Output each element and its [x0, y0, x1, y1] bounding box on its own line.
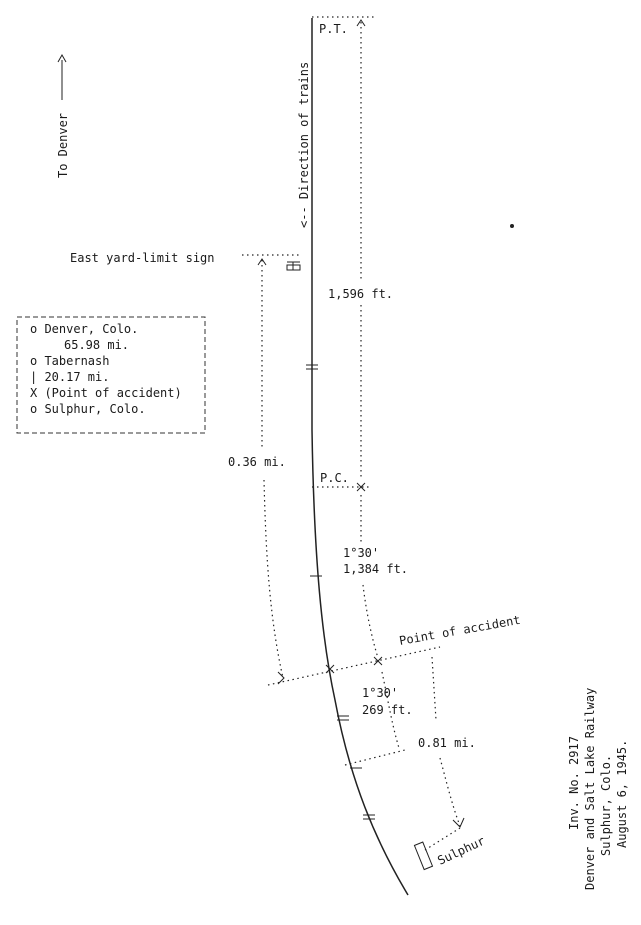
legend-line-2: 65.98 mi. [64, 338, 129, 352]
to-denver-label: To Denver [56, 113, 70, 178]
main-track [311, 18, 409, 896]
direction-of-trains-label: <-- Direction of trains [297, 62, 311, 228]
curve-2-label: 1°30' [362, 686, 398, 700]
caption-line-2: Denver and Salt Lake Railway [583, 688, 597, 890]
dist-1596-label: 1,596 ft. [328, 287, 393, 301]
legend-box: o Denver, Colo. 65.98 mi. o Tabernash | … [16, 316, 206, 434]
east-yard-limit-label: East yard-limit sign [70, 251, 215, 265]
caption-line-3: Sulphur, Colo. [599, 755, 613, 856]
sulphur-station-icon [413, 841, 434, 871]
legend-line-6: o Sulphur, Colo. [30, 402, 146, 416]
legend-line-4: | 20.17 mi. [30, 370, 109, 384]
caption-line-4: August 6, 1945. [615, 740, 629, 848]
dist-036-label: 0.36 mi. [228, 455, 286, 469]
dist-081-label: 0.81 mi. [418, 736, 476, 750]
to-denver-arrow-icon [57, 53, 67, 100]
legend-line-1: o Denver, Colo. [30, 322, 138, 336]
dist-269-label: 269 ft. [362, 703, 413, 717]
track-ticks [306, 364, 375, 820]
point-of-accident-label: Point of accident [398, 613, 521, 648]
caption: Inv. No. 2917 Denver and Salt Lake Railw… [567, 688, 629, 890]
pc-label: P.C. [320, 471, 349, 485]
legend-line-5: X (Point of accident) [30, 386, 182, 400]
yard-limit-sign-icon [286, 261, 301, 271]
scan-speck [510, 224, 514, 228]
pt-label: P.T. [319, 22, 348, 36]
caption-line-1: Inv. No. 2917 [567, 736, 581, 830]
legend-line-3: o Tabernash [30, 354, 109, 368]
accident-x-icon [325, 656, 383, 674]
curve-1-label: 1°30' [343, 546, 379, 560]
dist-1384-label: 1,384 ft. [343, 562, 408, 576]
